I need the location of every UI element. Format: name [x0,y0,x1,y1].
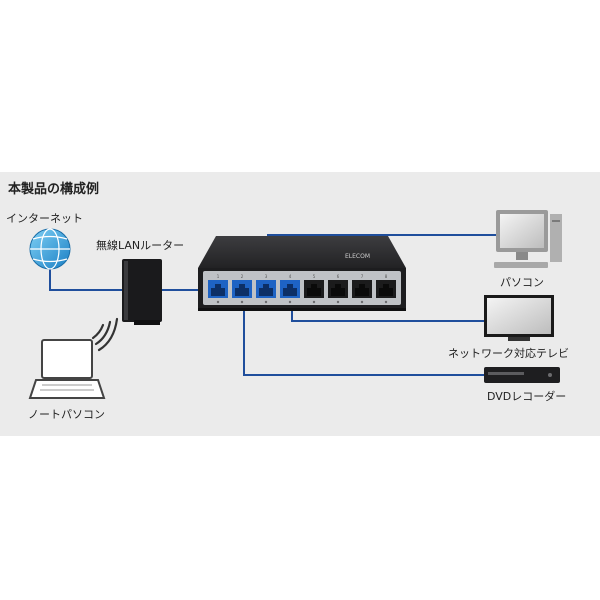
laptop-icon [28,339,106,399]
switch-port-8: 8 [376,274,396,304]
switch-port-7: 7 [352,274,372,304]
port-number-4: 4 [289,274,292,279]
television-icon [484,295,554,341]
switch-port-6: 6 [328,274,348,304]
port-led [384,300,388,304]
port-number-7: 7 [361,274,364,279]
label-tv: ネットワーク対応テレビ [448,347,569,360]
label-dvd: DVDレコーダー [487,390,567,403]
port-led [264,300,268,304]
dvd-recorder-icon [484,367,560,383]
switch-brand-label: ELECOM [345,253,370,260]
label-pc: パソコン [500,276,544,289]
port-led [288,300,292,304]
port-number-6: 6 [337,274,340,279]
switch-port-1: 1 [208,274,228,304]
network-switch-icon: 1 2 3 4 5 6 7 8 [198,236,406,311]
port-led [216,300,220,304]
port-number-2: 2 [241,274,244,279]
cable-switch-dvd [243,298,484,376]
diagram-title: 本製品の構成例 [8,182,100,197]
port-led [360,300,364,304]
globe-icon [29,228,71,270]
port-number-3: 3 [265,274,268,279]
port-led [240,300,244,304]
switch-port-2: 2 [232,274,252,304]
wifi-signal-icon [91,317,119,352]
wireless-router-icon [122,259,162,325]
port-number-5: 5 [313,274,316,279]
switch-ports: 1 2 3 4 5 6 7 8 [208,274,396,304]
switch-port-3: 3 [256,274,276,304]
port-number-8: 8 [385,274,388,279]
label-internet: インターネット [6,212,83,225]
label-router: 無線LANルーター [96,239,185,252]
switch-port-5: 5 [304,274,324,304]
switch-port-4: 4 [280,274,300,304]
port-led [336,300,340,304]
port-led [312,300,316,304]
label-laptop: ノートパソコン [28,408,105,421]
port-number-1: 1 [217,274,220,279]
desktop-computer-icon [494,210,562,268]
cable-internet-router [49,268,122,291]
